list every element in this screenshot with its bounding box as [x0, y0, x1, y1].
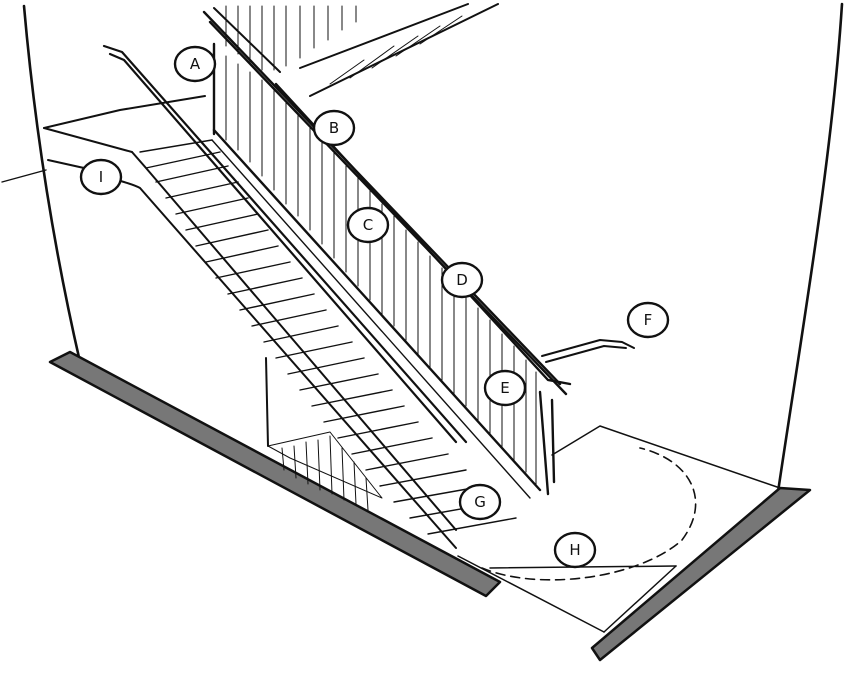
far-left-wall-line [1, 169, 47, 183]
guardrail-cap [208, 20, 568, 396]
callout-c-bubble [346, 206, 390, 244]
callout-g: G [458, 483, 502, 521]
landing-back-edge [551, 425, 781, 489]
left-base-band [48, 350, 502, 598]
left-wall-edge [22, 4, 82, 364]
callout-e-label: E [500, 379, 509, 397]
stair-treads [139, 139, 531, 535]
door-swing-arc [481, 447, 697, 581]
callout-d-label: D [456, 271, 468, 289]
guardrail-handrail [274, 82, 572, 386]
callout-h-bubble [553, 531, 597, 569]
callout-c-label: C [363, 216, 373, 234]
upper-slab-top [43, 95, 206, 129]
callout-b-bubble [312, 109, 356, 147]
upper-slab-front [43, 127, 133, 153]
left-handrail-top [102, 44, 468, 444]
callout-a-label: A [190, 55, 201, 73]
callout-f-bubble [626, 301, 670, 339]
floor-side-edge [489, 565, 677, 569]
guardrail-shoe [212, 128, 542, 492]
newel-post-bottom-2 [550, 398, 556, 484]
upper-flight-underside [299, 3, 469, 69]
balusters [225, 55, 537, 485]
callout-e-bubble [483, 369, 527, 407]
callout-h: H [553, 531, 597, 569]
callout-a: A [173, 45, 217, 83]
callout-f: F [626, 301, 670, 339]
upper-landing [43, 3, 499, 153]
newel-post-bottom [538, 390, 550, 496]
callout-b-label: B [329, 119, 339, 137]
under-stair-railing-hatch [267, 431, 383, 511]
callout-i-label: I [99, 168, 103, 186]
room-walls [1, 2, 844, 494]
left-handrail [102, 44, 468, 444]
callout-g-bubble [458, 483, 502, 521]
upper-flight-left [213, 7, 281, 73]
right-wall-edge [776, 2, 844, 494]
callout-b: B [312, 109, 356, 147]
callout-g-label: G [474, 493, 486, 511]
callout-i-bubble [79, 158, 123, 196]
tread-nosing-line [211, 139, 531, 499]
right-base-band [590, 486, 812, 662]
floor-lines [457, 425, 781, 633]
callout-c: C [346, 206, 390, 244]
upper-flight-hatch [225, 5, 463, 85]
callout-d-bubble [440, 261, 484, 299]
callout-d: D [440, 261, 484, 299]
callout-i: I [79, 158, 123, 196]
callout-f-label: F [644, 311, 653, 329]
guardrail [202, 10, 572, 496]
callout-h-label: H [569, 541, 580, 559]
left-handrail-bottom [108, 52, 458, 444]
wall-handrail-stub [541, 339, 635, 363]
under-stair-post [265, 357, 269, 447]
stringer-outer-edge [47, 159, 457, 549]
callout-a-bubble [173, 45, 217, 83]
callout-e: E [483, 369, 527, 407]
floor-right-edge [603, 565, 677, 633]
